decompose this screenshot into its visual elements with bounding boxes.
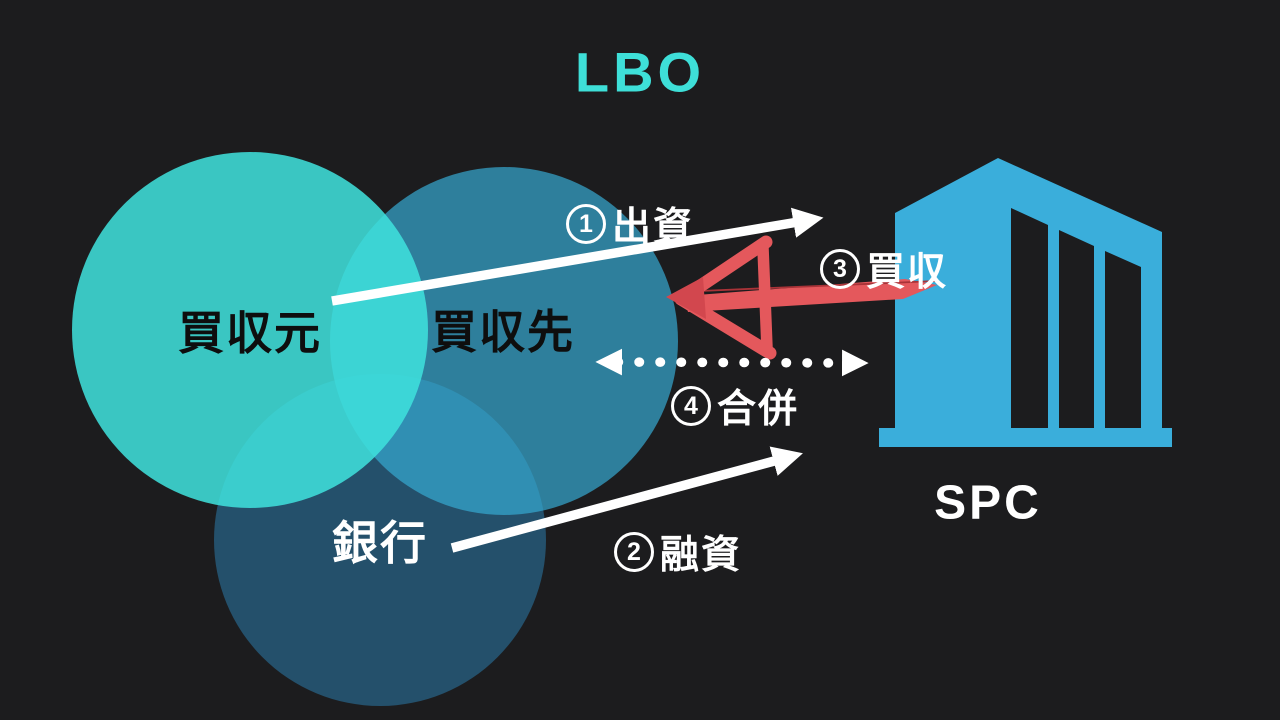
step-text-acquisition: 買収: [866, 251, 949, 294]
acquirer-circle: [72, 152, 428, 508]
step-label-loan: 2 融資: [614, 524, 742, 580]
step-text-loan: 融資: [660, 534, 743, 577]
step-text-merger: 合併: [717, 388, 800, 431]
label-target: 買収先: [431, 306, 575, 358]
step-number-2: 2: [614, 532, 654, 572]
step-label-merger: 4 合併: [671, 378, 799, 434]
step-number-4: 4: [671, 386, 711, 426]
label-acquirer: 買収元: [178, 307, 322, 359]
step-label-investment: 1 出資: [566, 196, 694, 252]
spc-building-icon: [879, 158, 1172, 447]
loan-arrow: [450, 446, 803, 553]
label-spc: SPC: [934, 476, 1042, 530]
acquisition-arrow: [666, 235, 937, 360]
label-bank: 銀行: [332, 517, 428, 569]
step-number-3: 3: [820, 249, 860, 289]
step-text-investment: 出資: [612, 206, 695, 249]
step-number-1: 1: [566, 204, 606, 244]
page-title: LBO: [574, 40, 706, 104]
merger-arrow: [595, 348, 869, 377]
investment-arrow: [331, 207, 824, 306]
step-label-acquisition: 3 買収: [820, 241, 948, 297]
